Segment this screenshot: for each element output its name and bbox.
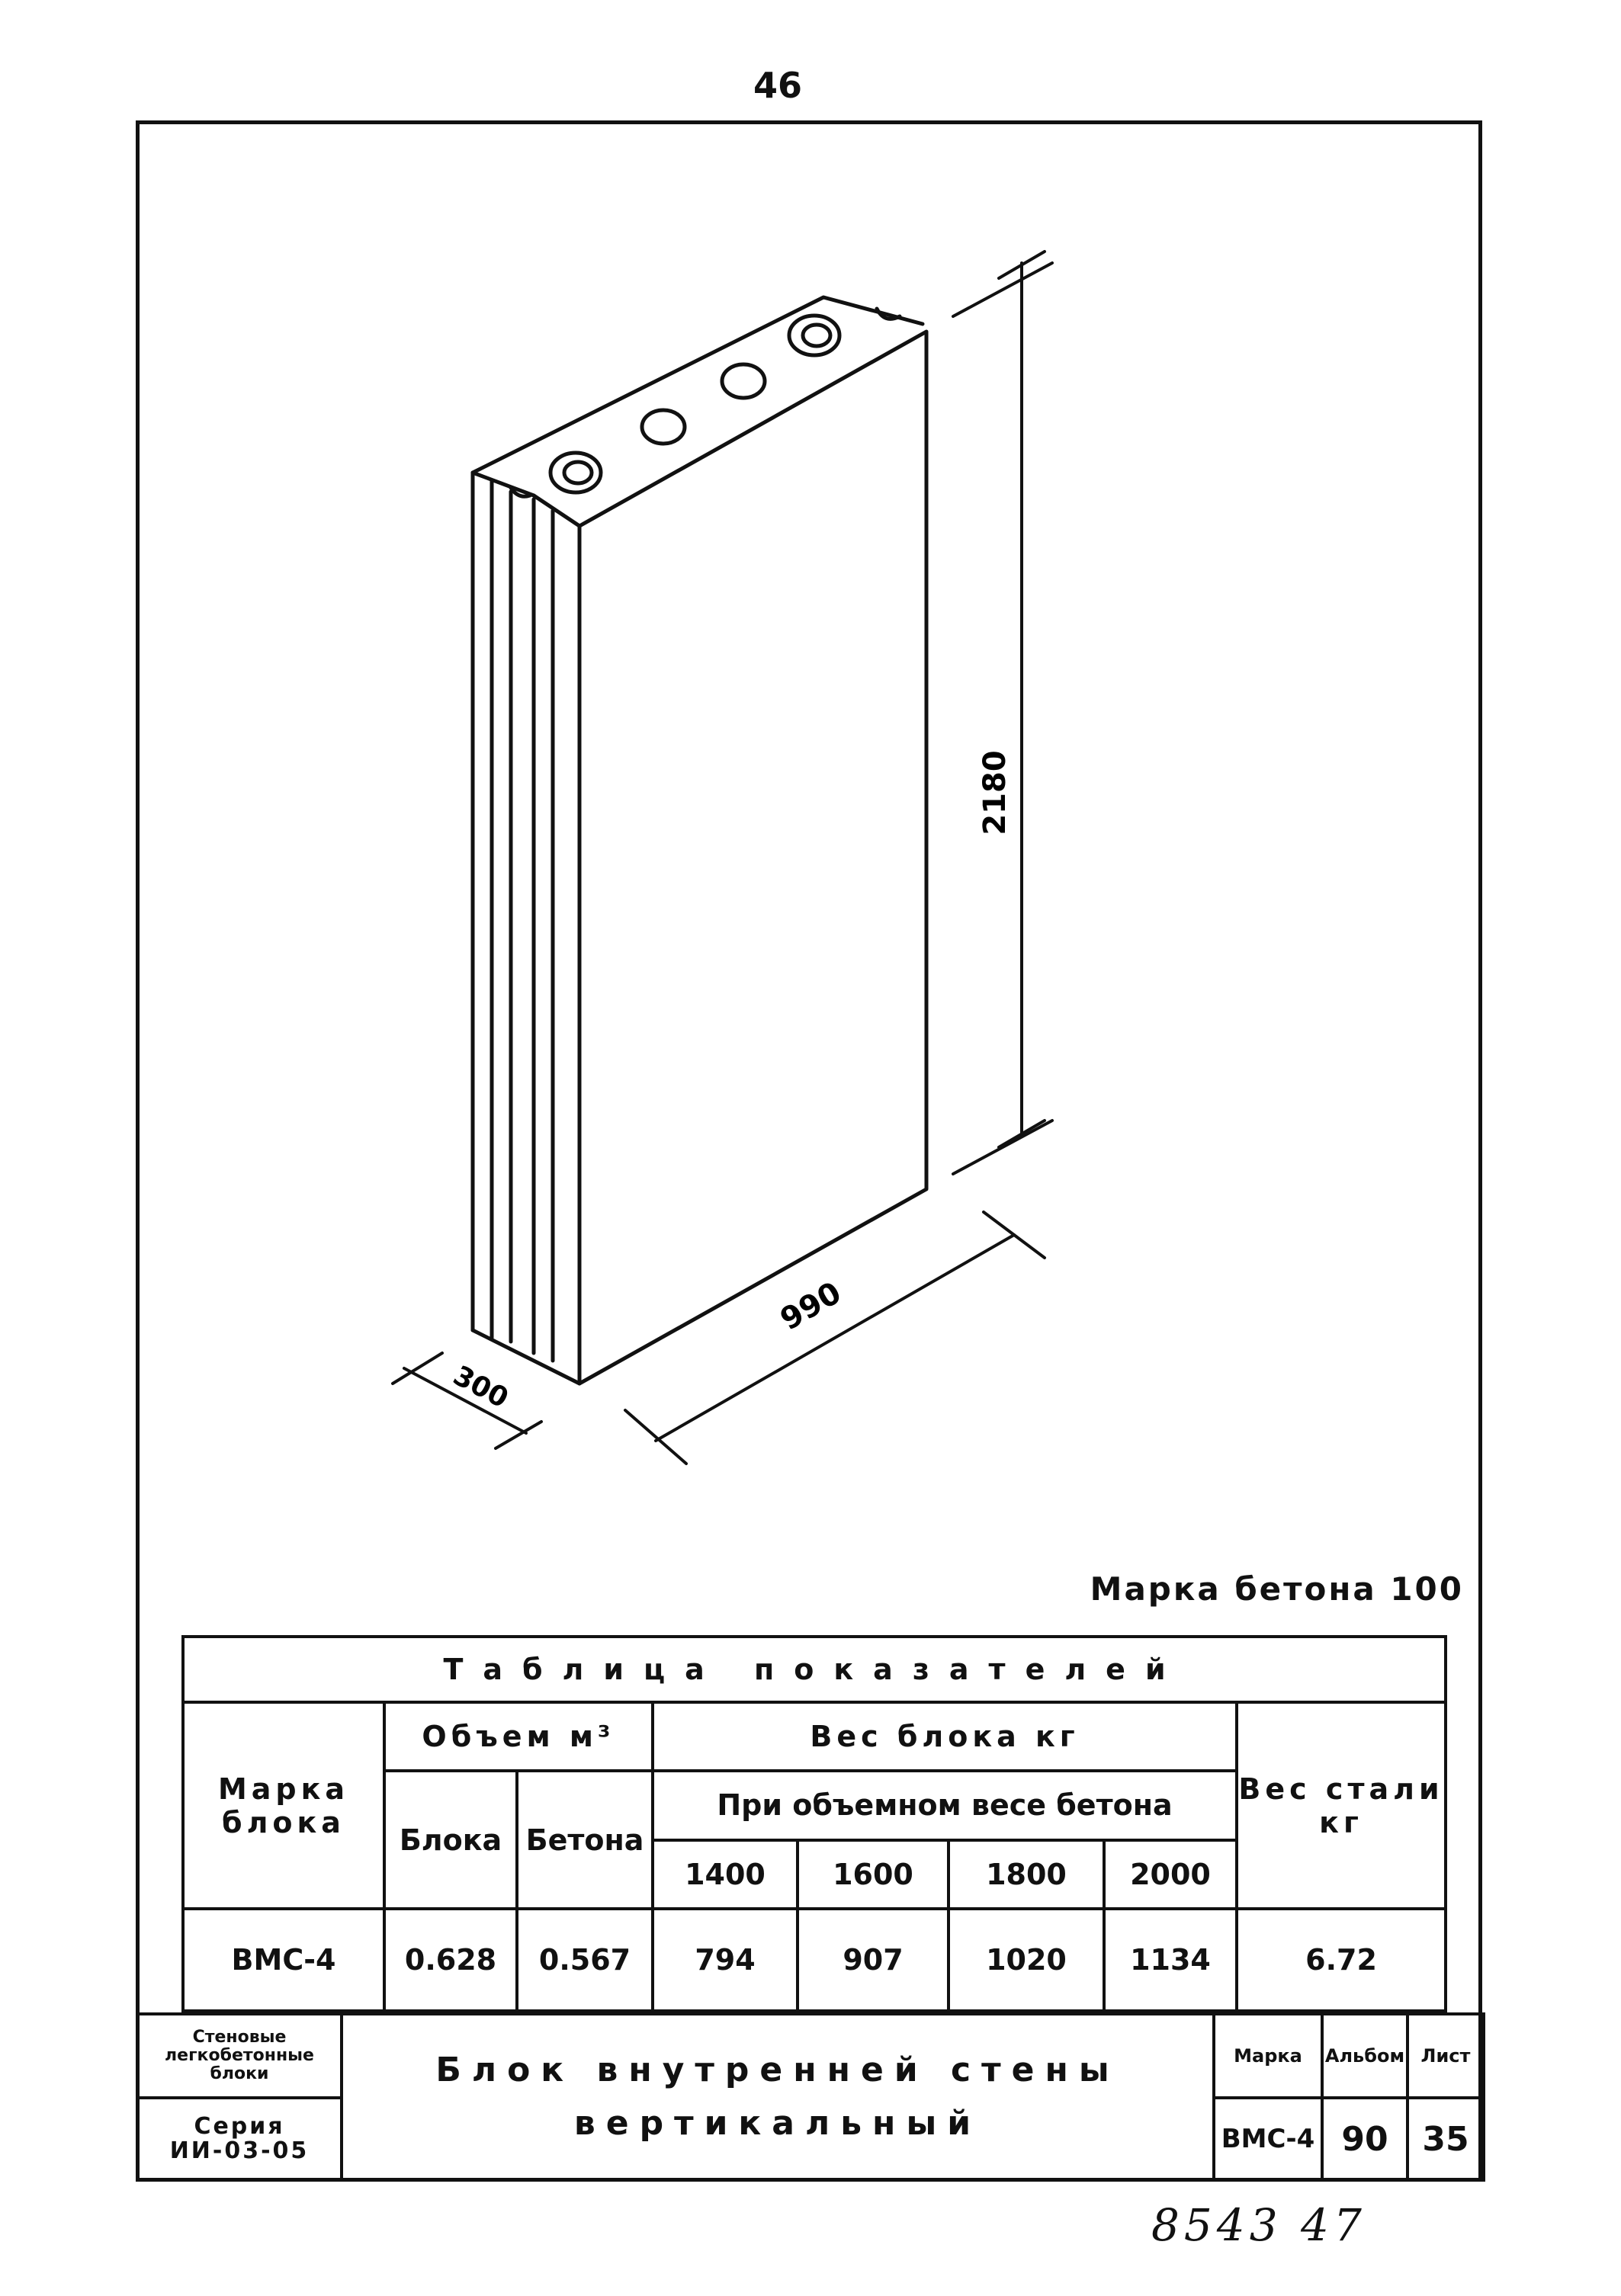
dim-length-label: 990 (775, 1275, 847, 1338)
hole-icon (787, 313, 842, 358)
stamp-sheet-label: Лист (1406, 2012, 1485, 2099)
stamp-sheet-value: 35 (1406, 2096, 1485, 2182)
header-weight: Вес блока кг (651, 1700, 1238, 1773)
cell-weight: 794 (651, 1907, 799, 2012)
header-volume-block: Блока (383, 1769, 518, 1910)
header-volume: Объем м³ (383, 1700, 654, 1773)
header-mark: Марка блока (181, 1701, 386, 1910)
header-volume-concrete: Бетона (515, 1769, 654, 1910)
block-top-face (470, 295, 925, 475)
density-header: 1800 (947, 1838, 1106, 1911)
density-header: 2000 (1103, 1838, 1238, 1911)
cell-mark: ВМС-4 (181, 1907, 386, 2012)
stamp-series-label: Серия (194, 2113, 285, 2140)
block-front-face (577, 329, 929, 1386)
stamp-title: Блок внутренней стены вертикальный (340, 2012, 1215, 2182)
hole-icon (720, 362, 767, 400)
page-number: 46 (753, 65, 802, 106)
stamp-organization: Стеновые легкобетонные блоки (136, 2012, 343, 2099)
concrete-grade-note: Марка бетона 100 (1090, 1570, 1464, 1608)
cell-weight: 1020 (947, 1907, 1106, 2012)
cell-volume-block: 0.628 (383, 1907, 518, 2012)
cell-weight: 907 (796, 1907, 950, 2012)
handwritten-note: 8543 47 (1151, 2199, 1366, 2251)
stamp-album-label: Альбом (1321, 2012, 1409, 2099)
header-weight-sub: При объемном весе бетона (651, 1769, 1238, 1842)
stamp-series-value: ИИ-03-05 (169, 2137, 310, 2164)
stamp-album-value: 90 (1321, 2096, 1409, 2182)
cell-weight: 1134 (1103, 1907, 1238, 2012)
hole-icon (548, 451, 603, 495)
density-header: 1400 (651, 1838, 799, 1911)
stamp-mark-value: ВМС-4 (1212, 2096, 1324, 2182)
table-title: Таблица показателей (181, 1635, 1448, 1704)
cell-volume-concrete: 0.567 (515, 1907, 654, 2012)
stamp-title-line2: вертикальный (573, 2104, 982, 2143)
title-block: Стеновые легкобетонные блоки Блок внутре… (136, 2012, 1485, 2182)
header-steel: Вес стали кг (1234, 1701, 1448, 1910)
hole-icon (640, 408, 687, 446)
table-row: ВМС-4 0.628 0.567 794 907 1020 1134 6.72 (181, 1907, 1448, 2012)
indicators-table: Таблица показателей Марка блока Объем м³… (181, 1635, 1448, 2012)
stamp-series: Серия ИИ-03-05 (136, 2096, 343, 2182)
dim-thickness-label: 300 (448, 1360, 514, 1414)
cell-steel: 6.72 (1234, 1907, 1448, 2012)
density-header: 1600 (796, 1838, 950, 1911)
stamp-title-line1: Блок внутренней стены (435, 2051, 1120, 2089)
stamp-mark-label: Марка (1212, 2012, 1324, 2099)
dim-height-label: 2180 (977, 750, 1013, 835)
